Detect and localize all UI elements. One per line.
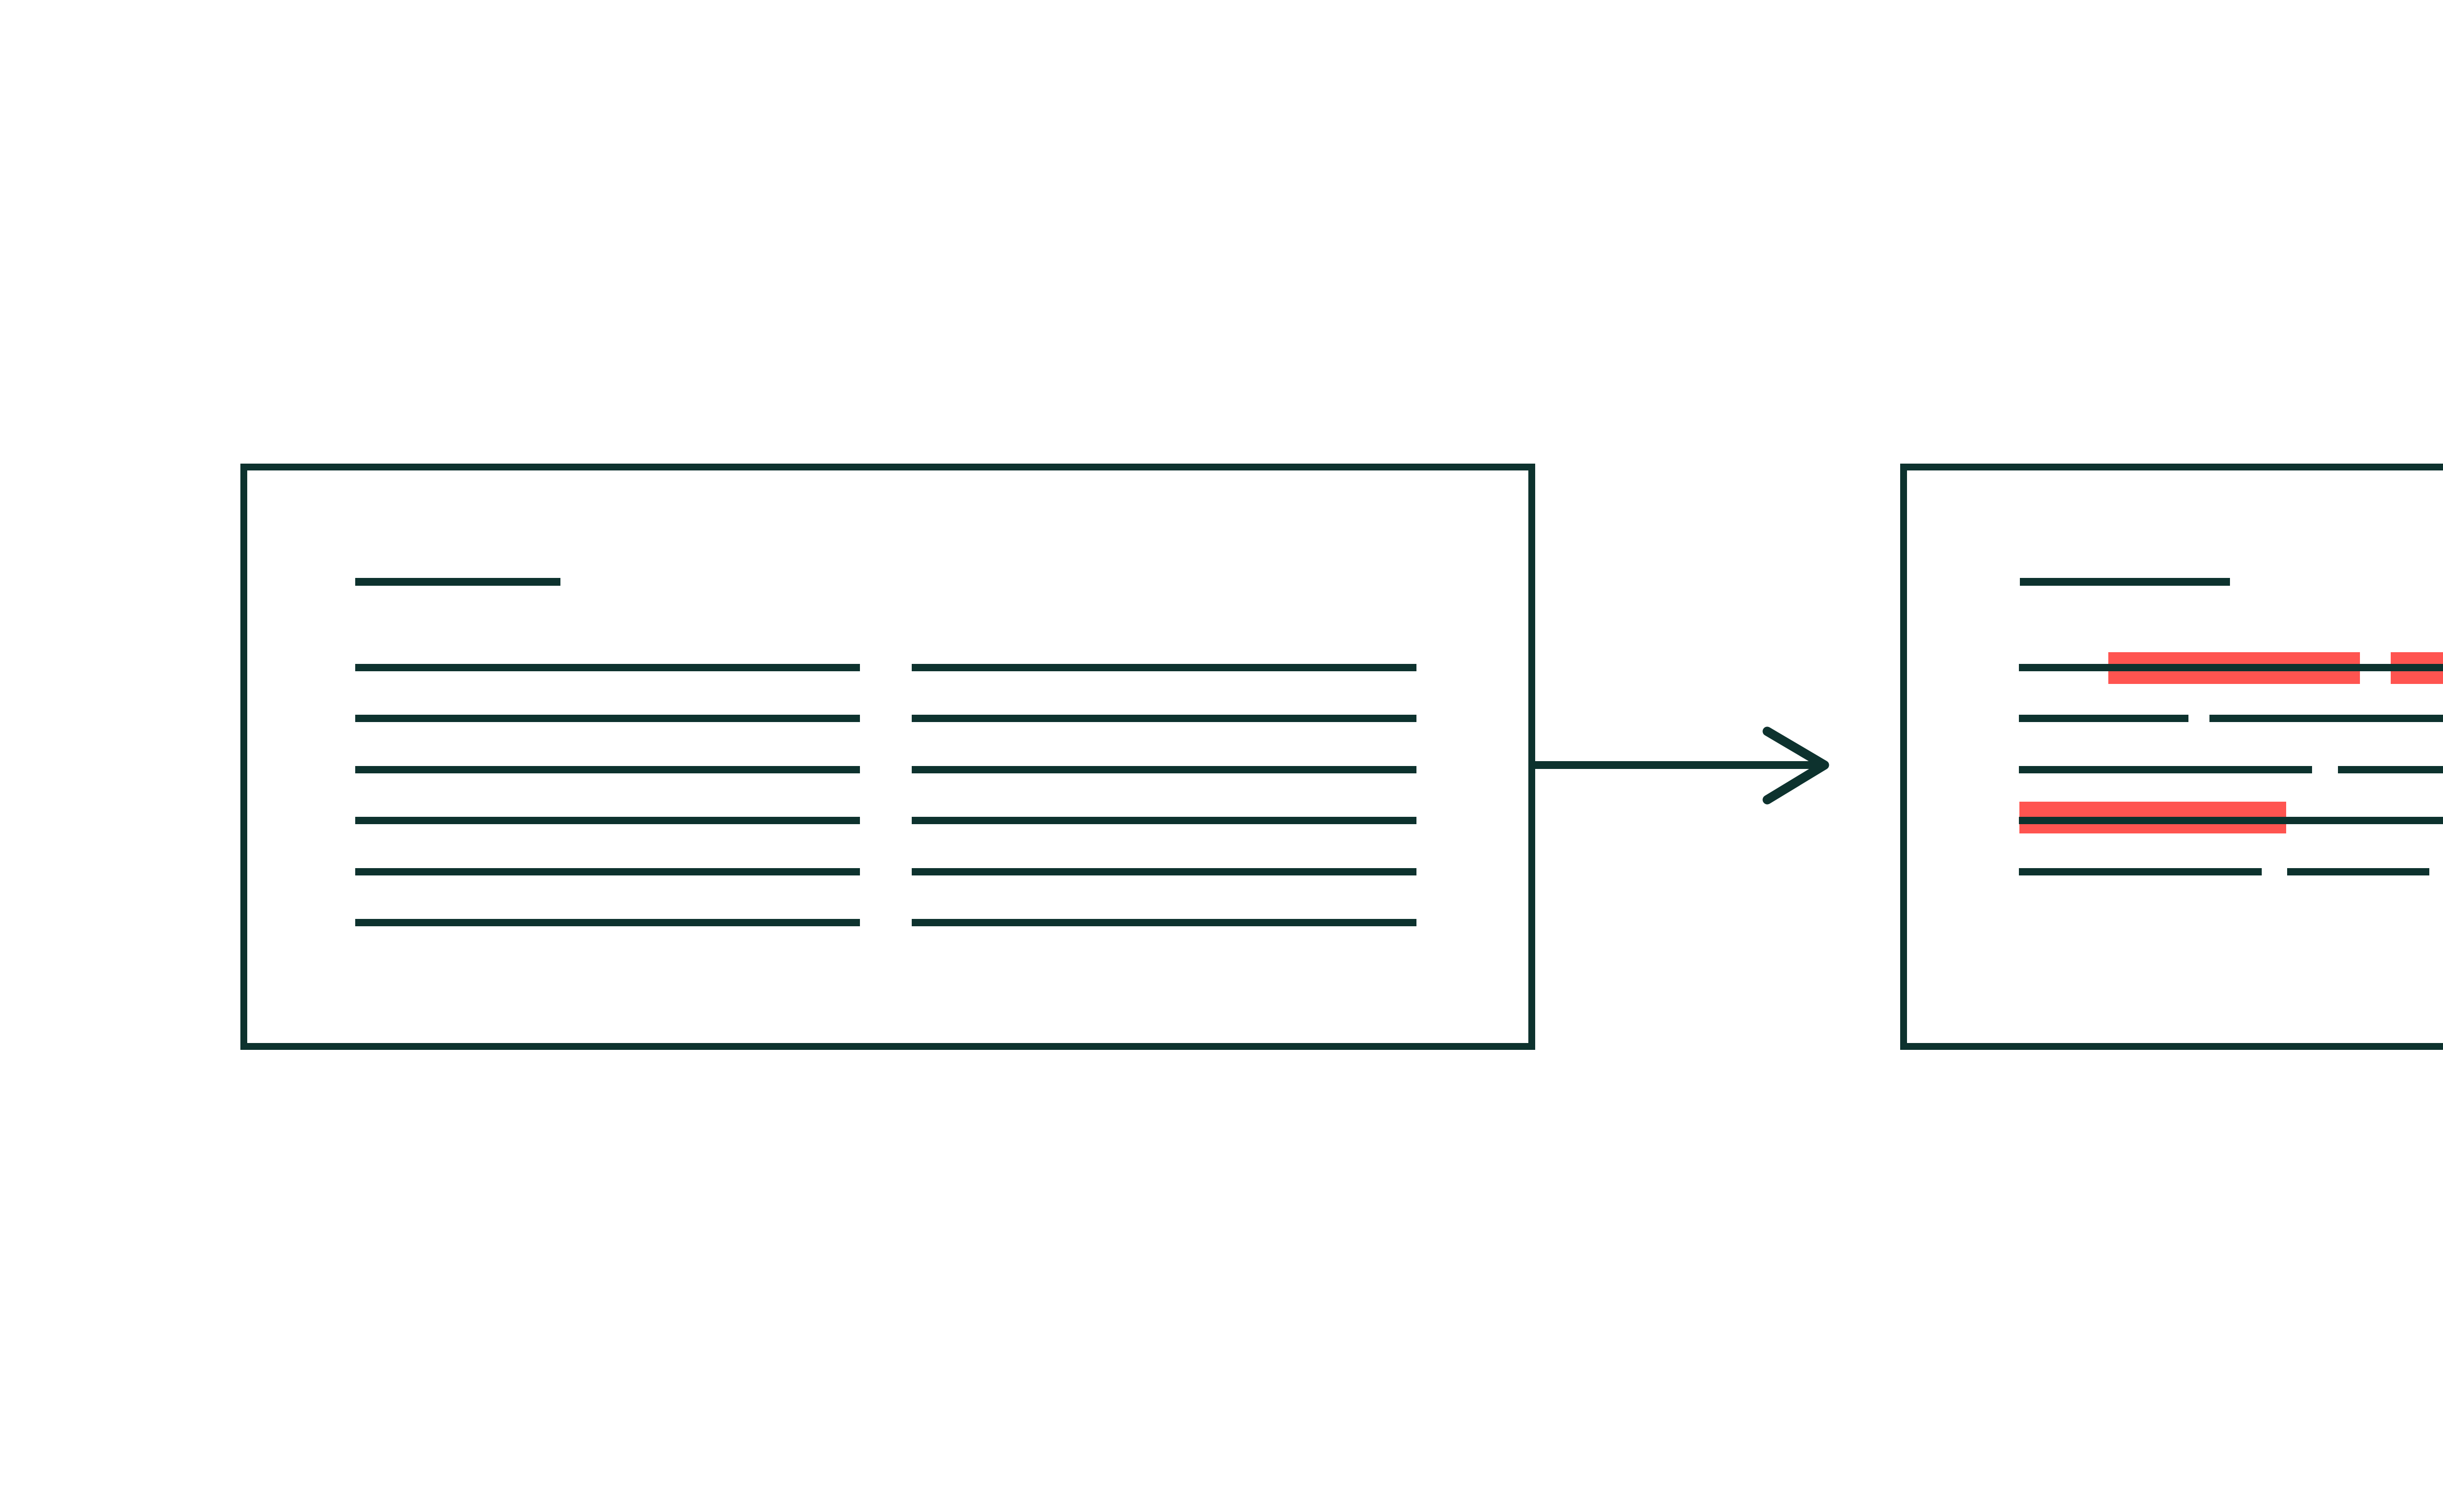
text-line xyxy=(912,664,1416,671)
text-line xyxy=(2209,715,2443,722)
arrow-head-icon xyxy=(1762,726,1829,805)
text-line xyxy=(2019,766,2312,773)
text-line xyxy=(2019,817,2443,824)
text-line xyxy=(2019,664,2443,671)
text-line xyxy=(355,715,860,722)
highlighted-document-border xyxy=(1900,464,2443,1050)
text-line xyxy=(355,868,860,875)
text-line xyxy=(2019,715,2188,722)
text-line xyxy=(355,919,860,926)
text-line xyxy=(355,817,860,824)
title-line xyxy=(355,578,560,586)
text-line xyxy=(2338,766,2443,773)
text-line xyxy=(912,817,1416,824)
highlighted-document-box xyxy=(1900,464,2443,1050)
source-document-box xyxy=(240,464,1535,1050)
source-document-border xyxy=(240,464,1535,1050)
text-line xyxy=(355,766,860,773)
text-line xyxy=(2019,868,2262,875)
text-line xyxy=(912,766,1416,773)
text-line xyxy=(355,664,860,671)
text-line xyxy=(912,715,1416,722)
text-line xyxy=(912,868,1416,875)
transform-arrow xyxy=(1535,726,1829,805)
text-line xyxy=(2287,868,2429,875)
title-line xyxy=(2020,578,2230,586)
text-line xyxy=(912,919,1416,926)
